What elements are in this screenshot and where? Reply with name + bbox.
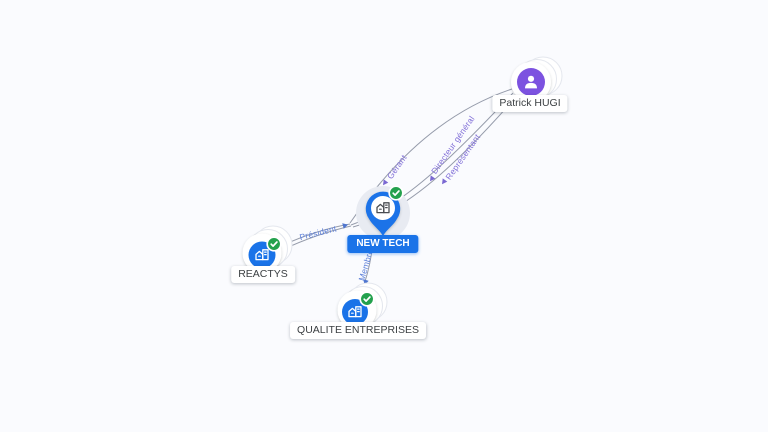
node-reactys[interactable]	[242, 225, 293, 273]
node-label-reactys[interactable]: REACTYS	[231, 266, 295, 283]
person-disc	[517, 68, 545, 96]
node-new-tech[interactable]	[356, 185, 410, 240]
arrow-president	[342, 223, 348, 229]
verified-badge-icon	[359, 291, 375, 307]
node-label-qualite-entreprises[interactable]: QUALITE ENTREPRISES	[290, 322, 426, 339]
person-icon	[525, 75, 537, 89]
arrow-representant	[442, 178, 448, 185]
company-disc	[342, 299, 368, 325]
verified-badge-icon	[388, 185, 404, 201]
arrow-directeur-general	[430, 175, 436, 182]
verified-badge-icon	[266, 236, 282, 252]
arrow-gerant	[383, 179, 389, 186]
node-patrick-hugi[interactable]	[511, 56, 563, 102]
node-label-new-tech[interactable]: NEW TECH	[347, 235, 419, 253]
node-qualite-entreprises[interactable]	[337, 282, 388, 330]
node-label-patrick-hugi[interactable]: Patrick HUGI	[492, 95, 568, 112]
